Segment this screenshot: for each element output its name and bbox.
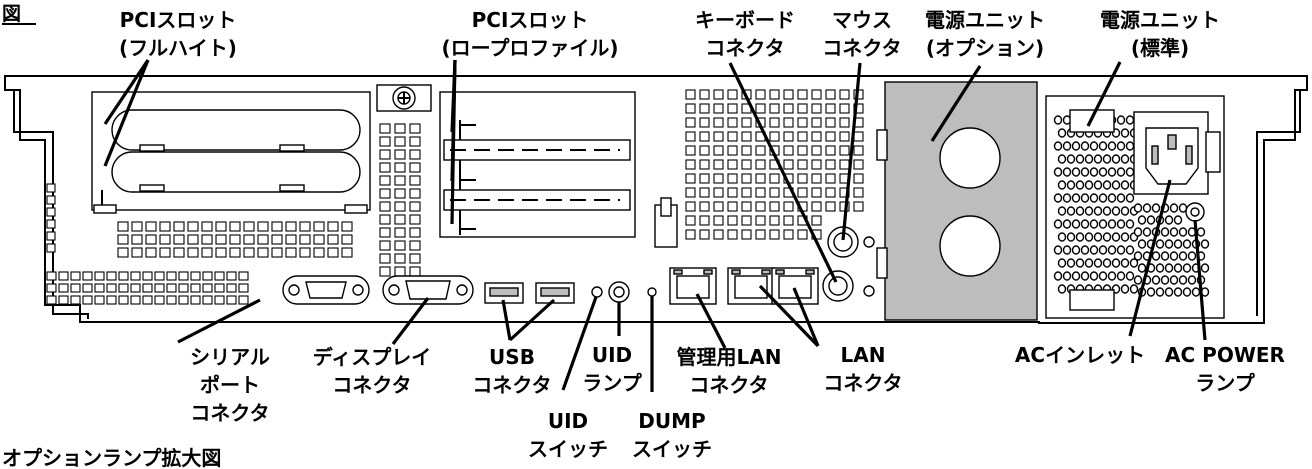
label-usb-line2: コネクタ [472,373,551,397]
lan-connector-1 [727,267,775,305]
label-lan-line1: LAN [841,343,886,367]
pci-full-slot-1 [111,109,361,151]
io-vent-grid [685,89,864,240]
psu-option-blank [884,81,1038,321]
label-mouse: マウス コネクタ [822,8,901,60]
label-dump-switch: DUMP スイッチ [632,409,712,461]
label-dump-switch-line1: DUMP [638,409,705,433]
caption-fragment: オプションランプ拡大図 [2,446,221,469]
chassis-inner-edge-right [1256,90,1301,316]
label-mouse-line2: コネクタ [822,36,901,60]
ps2-screw-lower [863,285,875,297]
pci-full-slot-2 [111,151,361,193]
label-pci-full: PCIスロット (フルハイト) [119,8,237,60]
label-pci-low-line1: PCIスロット [472,8,589,32]
label-ac-power: AC POWER ランプ [1165,343,1285,395]
label-psu-standard-line1: 電源ユニット [1100,8,1220,32]
left-vent-grid [46,183,249,305]
label-psu-option-line2: (オプション) [926,36,1044,60]
label-mgmt-lan-line1: 管理用LAN [677,345,782,369]
label-mgmt-lan: 管理用LAN コネクタ [677,345,782,397]
label-ac-power-line2: ランプ [1195,371,1255,395]
uid-lamp [608,281,630,303]
label-mouse-line1: マウス [832,8,892,32]
keyboard-connector [822,270,854,302]
center-vent-grid [117,221,353,258]
label-psu-standard: 電源ユニット (標準) [1100,8,1220,60]
leader-lines [103,59,1207,392]
label-pci-full-line1: PCIスロット [120,8,237,32]
pci-low-cage [439,91,636,238]
label-uid-switch: UID スイッチ [528,409,608,461]
label-uid-lamp-line1: UID [592,343,632,367]
label-mgmt-lan-line2: コネクタ [689,373,768,397]
pci-full-height-slots [91,91,371,214]
label-pci-low: PCIスロット (ロープロファイル) [441,8,618,60]
serial-port-connector [282,275,370,305]
label-uid-lamp: UID ランプ [582,343,642,395]
uid-switch[interactable] [591,286,603,298]
psu-option-bay [876,81,1038,321]
label-ac-inlet-line1: ACインレット [1015,343,1145,367]
label-serial-line3: コネクタ [190,401,269,425]
pci-low-profile-slots [439,91,636,238]
latch-bracket [654,197,678,248]
figure-mark: 図 [2,3,21,25]
thumbscrew [376,84,432,112]
label-keyboard-line2: コネクタ [705,36,784,60]
dump-switch[interactable] [647,287,657,297]
column-vent-grid [379,123,421,277]
label-pci-low-line2: (ロープロファイル) [441,36,618,60]
ac-inlet-clip [1205,131,1221,173]
label-uid-switch-line2: スイッチ [528,437,608,461]
psu-standard [1045,95,1225,319]
label-display: ディスプレイ コネクタ [313,345,432,397]
label-display-line1: ディスプレイ [313,345,432,369]
label-serial-line1: シリアル [190,345,270,369]
label-usb: USB コネクタ [472,345,551,397]
management-lan-connector [669,267,717,305]
label-dump-switch-line2: スイッチ [632,437,712,461]
usb-connector-2 [535,282,575,304]
usb-connector-1 [484,282,524,304]
label-psu-standard-line2: (標準) [1131,36,1189,60]
label-keyboard-line1: キーボード [695,8,795,32]
label-usb-line1: USB [489,345,535,369]
ac-inlet [1145,127,1199,185]
label-uid-switch-line1: UID [548,409,588,433]
label-psu-option-line1: 電源ユニット [925,8,1045,32]
lan-connector-2 [771,267,819,305]
label-lan: LAN コネクタ [823,343,902,395]
label-serial: シリアル ポート コネクタ [190,345,270,425]
label-psu-option: 電源ユニット (オプション) [925,8,1045,60]
ps2-screw-upper [863,236,875,248]
label-lan-line2: コネクタ [823,371,902,395]
label-display-line2: コネクタ [332,373,411,397]
label-uid-lamp-line2: ランプ [582,371,642,395]
label-ac-power-line1: AC POWER [1165,343,1285,367]
label-ac-inlet: ACインレット [1015,343,1145,367]
label-pci-full-line2: (フルハイト) [119,36,237,60]
label-serial-line2: ポート [200,373,260,397]
display-connector [382,275,474,305]
label-keyboard: キーボード コネクタ [695,8,795,60]
